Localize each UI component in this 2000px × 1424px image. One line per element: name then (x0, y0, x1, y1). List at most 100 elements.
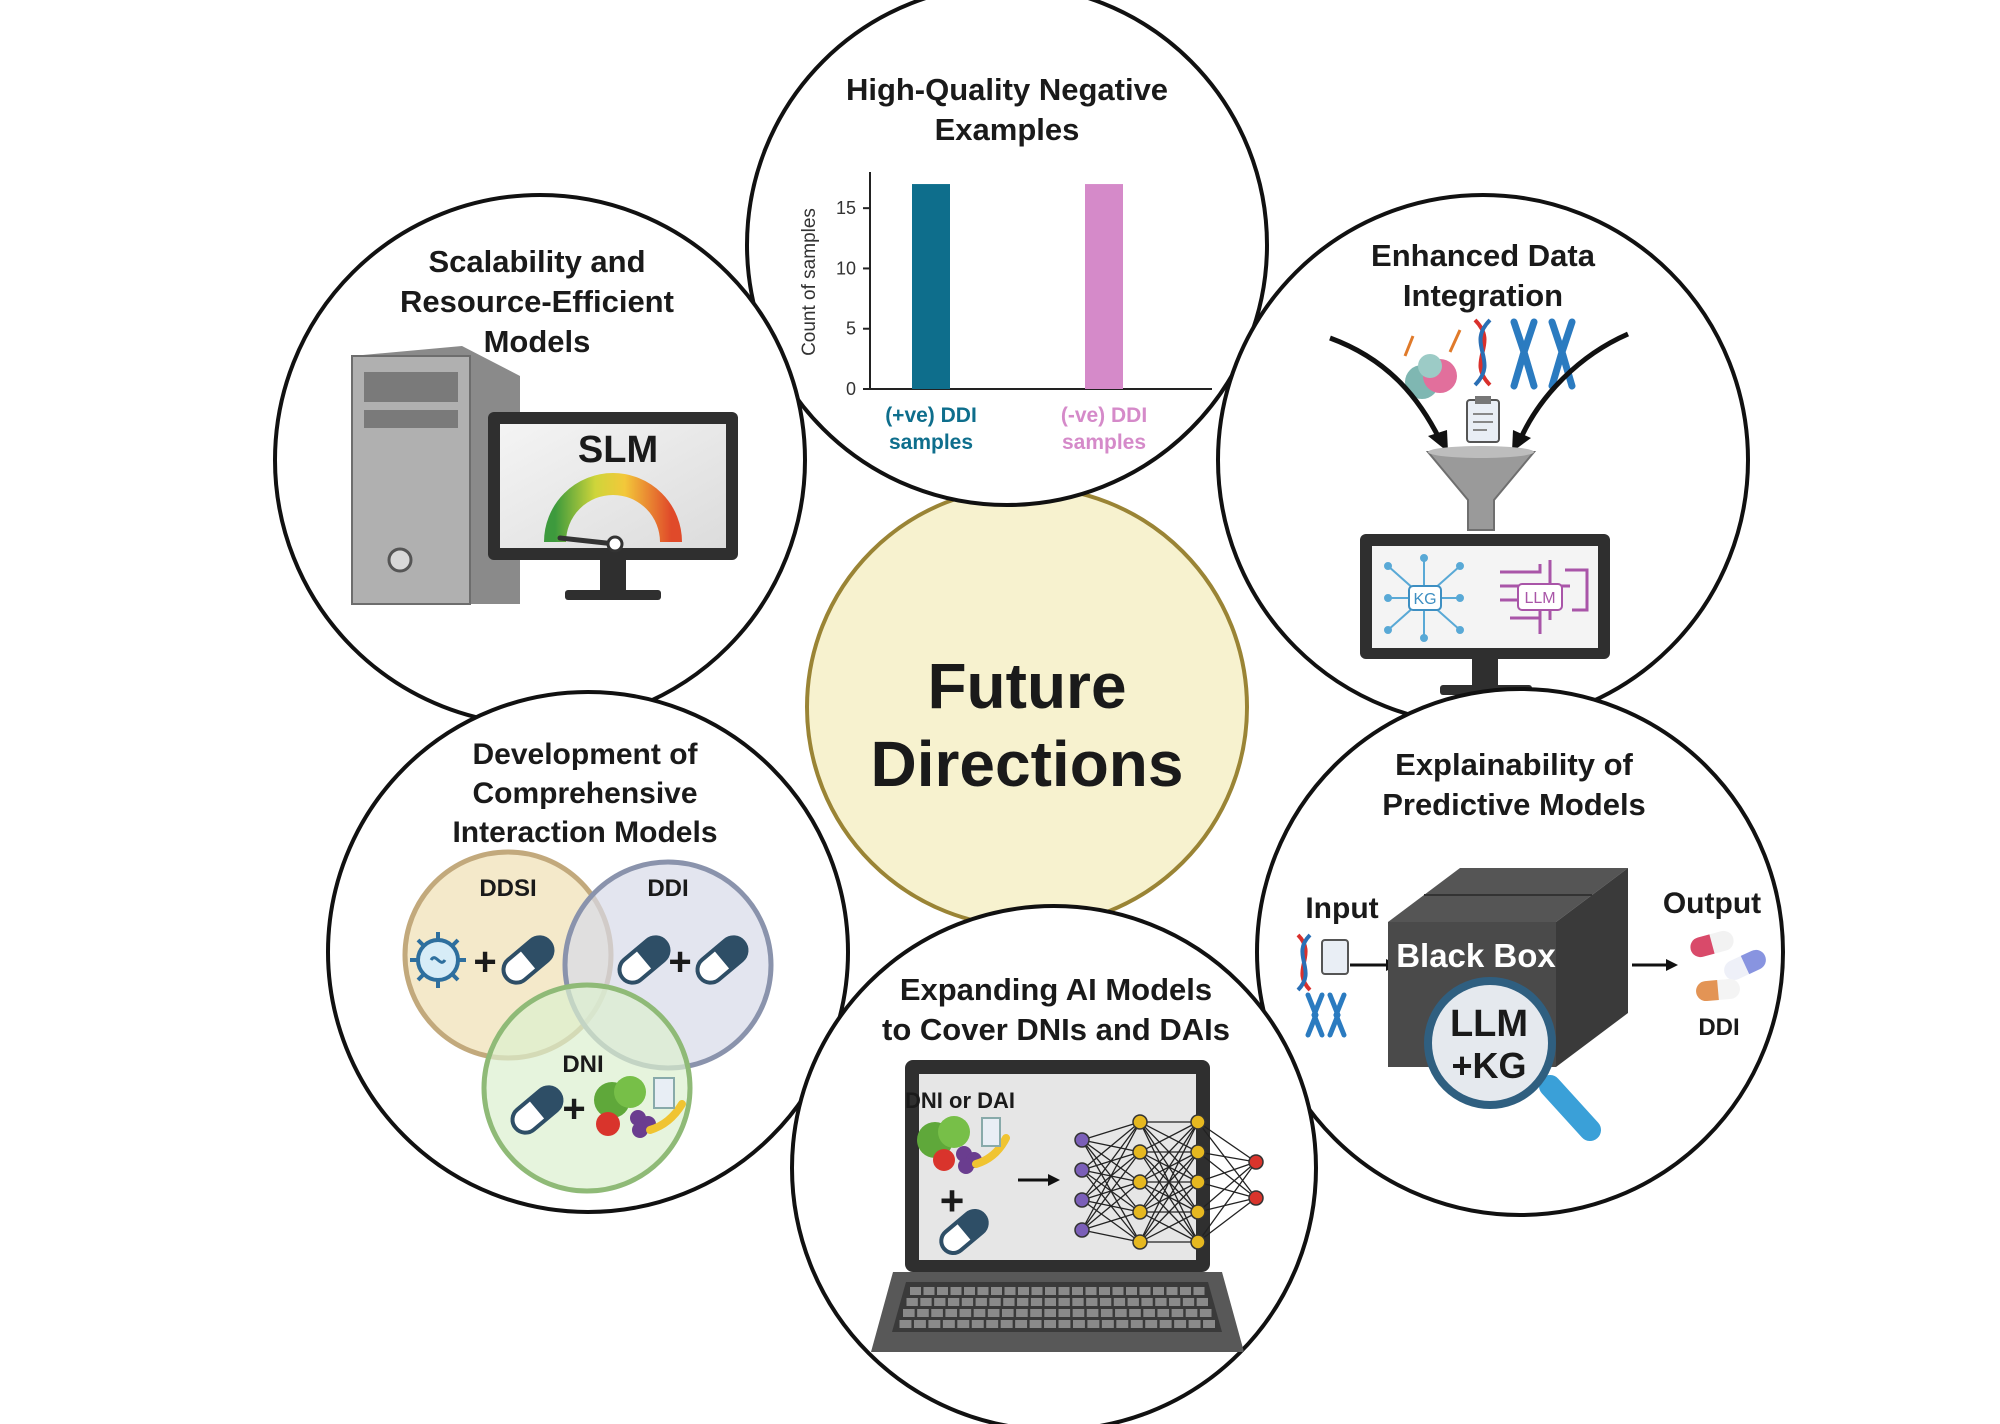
key (1030, 1309, 1042, 1317)
nn-node (1248, 1190, 1264, 1206)
nn-edge (1197, 1121, 1257, 1163)
key (923, 1287, 935, 1295)
nn-edge (1139, 1151, 1199, 1243)
key (942, 1320, 955, 1328)
panel-title: Expanding AI Models (900, 972, 1212, 1007)
virus-icon (410, 932, 466, 988)
food-icon (917, 1116, 1010, 1174)
x-tick-label-positive: samples (889, 431, 973, 454)
key (971, 1320, 984, 1328)
key (934, 1298, 946, 1306)
panel-title: Integration (1403, 278, 1563, 313)
key (973, 1309, 986, 1317)
pill-icon (695, 935, 749, 985)
nn-edge (1197, 1151, 1257, 1199)
key (1072, 1309, 1085, 1317)
food-icon (594, 1076, 686, 1138)
key (1153, 1287, 1164, 1295)
key (928, 1320, 941, 1328)
key (1001, 1309, 1014, 1317)
bars (912, 184, 1123, 389)
arrow-left-icon (1329, 335, 1443, 442)
pill-icon (617, 935, 671, 985)
key (1143, 1309, 1155, 1317)
key (910, 1287, 921, 1295)
panel-title: Scalability and (428, 244, 645, 279)
key (989, 1298, 1001, 1306)
y-tick-label: 0 (846, 379, 856, 399)
center-title-line2: Directions (871, 728, 1184, 800)
nn-edge (1081, 1121, 1141, 1201)
key (917, 1309, 929, 1317)
nn-node (1074, 1192, 1090, 1208)
nn-edge (1197, 1161, 1257, 1183)
key (1058, 1298, 1070, 1306)
key (1180, 1287, 1191, 1295)
nn-edge (1197, 1151, 1257, 1163)
venn-label-ddi: DDI (647, 875, 688, 902)
nn-edge (1081, 1151, 1141, 1231)
panel-explainability: Explainability of Predictive Models Inpu… (1255, 687, 1785, 1217)
key (947, 1298, 960, 1306)
key (1044, 1298, 1056, 1306)
key (937, 1287, 948, 1295)
key (1115, 1309, 1127, 1317)
key (1188, 1320, 1201, 1328)
nn-node (1074, 1222, 1090, 1238)
black-box-icon: Black Box (1388, 868, 1628, 1067)
key (1203, 1320, 1215, 1328)
nn-node (1074, 1162, 1090, 1178)
key (1030, 1298, 1043, 1306)
key (950, 1287, 962, 1295)
key (1086, 1298, 1098, 1306)
nn-node (1190, 1174, 1206, 1190)
nn-node (1190, 1234, 1206, 1250)
nn-edge (1139, 1121, 1199, 1243)
key (931, 1309, 943, 1317)
monitor-label: SLM (578, 429, 658, 471)
protein-icon (1403, 329, 1462, 399)
key (1127, 1298, 1139, 1306)
key (961, 1298, 974, 1306)
plus-sign: + (940, 1177, 965, 1224)
clipboard-icon (1466, 396, 1500, 443)
key (1196, 1298, 1208, 1306)
bar (912, 184, 950, 389)
key (1129, 1309, 1141, 1317)
key (1174, 1320, 1187, 1328)
nn-edge (1139, 1121, 1199, 1213)
key (987, 1309, 1000, 1317)
nn-node (1190, 1114, 1206, 1130)
key (1182, 1298, 1195, 1306)
key (1004, 1287, 1016, 1295)
key (1100, 1309, 1113, 1317)
keyboard-icon (899, 1287, 1215, 1328)
key (1086, 1309, 1099, 1317)
key (1000, 1320, 1013, 1328)
key (1087, 1320, 1100, 1328)
neural-network-icon (1074, 1114, 1264, 1250)
key (1045, 1287, 1056, 1295)
key (1155, 1298, 1167, 1306)
key (1101, 1320, 1114, 1328)
key (1029, 1320, 1042, 1328)
key (975, 1298, 987, 1306)
nn-edge (1139, 1181, 1199, 1243)
key (957, 1320, 970, 1328)
key (1157, 1309, 1170, 1317)
pill-icon (939, 1209, 989, 1255)
key (1072, 1287, 1083, 1295)
key (1113, 1298, 1126, 1306)
key (1044, 1309, 1056, 1317)
funnel-icon (1425, 446, 1537, 531)
key (964, 1287, 975, 1295)
nn-node (1132, 1114, 1148, 1130)
key (1072, 1320, 1085, 1328)
key (1145, 1320, 1158, 1328)
pill-icon (501, 935, 555, 985)
key (1166, 1287, 1178, 1295)
nn-node (1190, 1144, 1206, 1160)
panel-data-integration: Enhanced Data Integration (1216, 193, 1750, 727)
nn-node (1132, 1144, 1148, 1160)
